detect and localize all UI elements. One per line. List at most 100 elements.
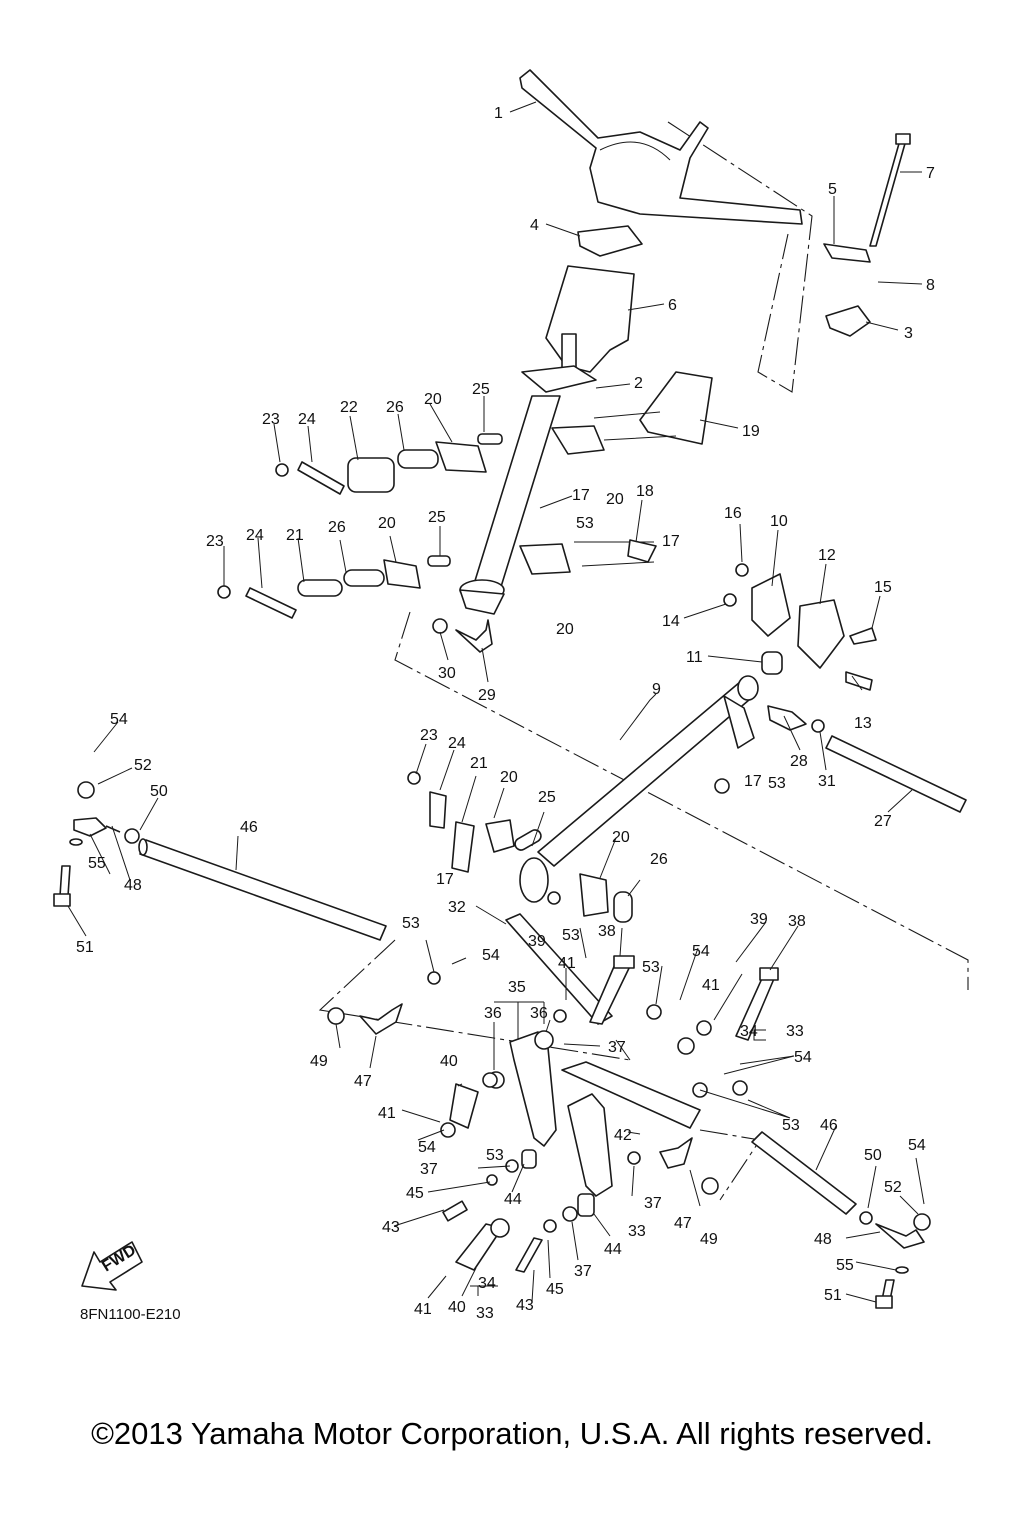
callout-41-c: 41 <box>702 977 720 994</box>
callout-54-f: 54 <box>908 1137 926 1154</box>
callout-23-a: 23 <box>262 411 280 428</box>
callout-20-b: 20 <box>606 491 624 508</box>
callout-5: 5 <box>828 181 837 198</box>
handlebar-holder-upper <box>577 225 643 257</box>
callout-45: 45 <box>406 1185 424 1202</box>
callout-17-c: 17 <box>744 773 762 790</box>
callout-35: 35 <box>508 979 526 996</box>
pivot-brackets <box>723 563 877 691</box>
parts-diagram: FWD <box>53 69 969 1322</box>
collars-and-bolts <box>427 955 779 1273</box>
callout-24-c: 24 <box>448 735 466 752</box>
callout-17-a: 17 <box>572 487 590 504</box>
callout-55: 55 <box>88 855 106 872</box>
callout-39: 39 <box>528 933 546 950</box>
callout-2: 2 <box>634 375 643 392</box>
callout-54-a: 54 <box>110 711 128 728</box>
callout-44: 44 <box>504 1191 522 1208</box>
callout-25-a: 25 <box>472 381 490 398</box>
callout-41-d: 41 <box>414 1301 432 1318</box>
callout-46-a: 46 <box>240 819 258 836</box>
callout-21-b: 21 <box>470 755 488 772</box>
callout-29: 29 <box>478 687 496 704</box>
callout-15: 15 <box>874 579 892 596</box>
steering-column <box>459 365 597 615</box>
callout-8: 8 <box>926 277 935 294</box>
callout-50-b: 50 <box>864 1147 882 1164</box>
callout-53-g: 53 <box>782 1117 800 1134</box>
callout-53-d: 53 <box>402 915 420 932</box>
callout-55-b: 55 <box>836 1257 854 1274</box>
callout-41: 41 <box>378 1105 396 1122</box>
callout-37-c: 37 <box>644 1195 662 1212</box>
callout-26-b: 26 <box>328 519 346 536</box>
fwd-arrow: FWD <box>81 1241 143 1291</box>
callout-40-b: 40 <box>448 1299 466 1316</box>
callout-32: 32 <box>448 899 466 916</box>
callout-53-a: 53 <box>576 515 594 532</box>
callout-38: 38 <box>598 923 616 940</box>
tie-rod-end-left <box>53 781 140 907</box>
tie-rod-left <box>138 838 387 941</box>
callout-54-c: 54 <box>692 943 710 960</box>
relay-rod <box>825 735 967 813</box>
callout-54-d: 54 <box>794 1049 812 1066</box>
callout-50: 50 <box>150 783 168 800</box>
drawing-code: 8FN1100-E210 <box>80 1306 181 1323</box>
handlebar-holder-lower <box>823 243 871 337</box>
drag-link-42 <box>561 1061 701 1129</box>
callout-45-b: 45 <box>546 1281 564 1298</box>
callout-13: 13 <box>854 715 872 732</box>
callout-54-e: 54 <box>418 1139 436 1156</box>
callout-37: 37 <box>608 1039 626 1056</box>
column-bracket <box>639 371 713 445</box>
callout-23-c: 23 <box>420 727 438 744</box>
callout-38-b: 38 <box>788 913 806 930</box>
callout-53-b: 53 <box>768 775 786 792</box>
callout-26-c: 26 <box>650 851 668 868</box>
callout-14: 14 <box>662 613 680 630</box>
callout-48: 48 <box>124 877 142 894</box>
callout-47-b: 47 <box>674 1215 692 1232</box>
callout-37-d: 37 <box>574 1263 592 1280</box>
callout-19: 19 <box>742 423 760 440</box>
callout-9: 9 <box>652 681 661 698</box>
callout-10: 10 <box>770 513 788 530</box>
callout-20-c: 20 <box>378 515 396 532</box>
callout-51: 51 <box>76 939 94 956</box>
callout-25-c: 25 <box>538 789 556 806</box>
drag-link-32 <box>505 913 613 1025</box>
callout-30: 30 <box>438 665 456 682</box>
callout-28: 28 <box>790 753 808 770</box>
callout-12: 12 <box>818 547 836 564</box>
column-cover <box>545 265 635 373</box>
tie-rod-end-right <box>875 1213 931 1309</box>
callout-11: 11 <box>686 649 703 666</box>
callout-24-b: 24 <box>246 527 264 544</box>
callout-numbers: 1 2 3 4 5 6 7 8 9 10 11 12 13 14 15 16 1… <box>76 105 935 1322</box>
callout-33-c: 33 <box>476 1305 494 1322</box>
callout-6: 6 <box>668 297 677 314</box>
callout-1: 1 <box>494 105 503 122</box>
callout-52: 52 <box>134 757 152 774</box>
long-bolt <box>869 133 911 247</box>
callout-4: 4 <box>530 217 539 234</box>
callout-27: 27 <box>874 813 892 830</box>
callout-36: 36 <box>484 1005 502 1022</box>
callout-23-b: 23 <box>206 533 224 550</box>
tie-rod-ends-47 <box>327 1003 719 1195</box>
callout-22: 22 <box>340 399 358 416</box>
tie-rod-end-upper <box>432 618 493 653</box>
callout-20-a: 20 <box>424 391 442 408</box>
lower-linkage <box>217 539 657 619</box>
callout-34-a: 34 <box>740 1023 758 1040</box>
upper-linkage <box>275 411 677 495</box>
callout-17-d: 17 <box>436 871 454 888</box>
callout-43: 43 <box>382 1219 400 1236</box>
pitman-arm-rear <box>567 1093 641 1197</box>
callout-44-b: 44 <box>604 1241 622 1258</box>
callout-20-e: 20 <box>500 769 518 786</box>
callout-20-f: 20 <box>612 829 630 846</box>
callout-34-b: 34 <box>478 1275 496 1292</box>
steering-shaft <box>537 675 825 867</box>
